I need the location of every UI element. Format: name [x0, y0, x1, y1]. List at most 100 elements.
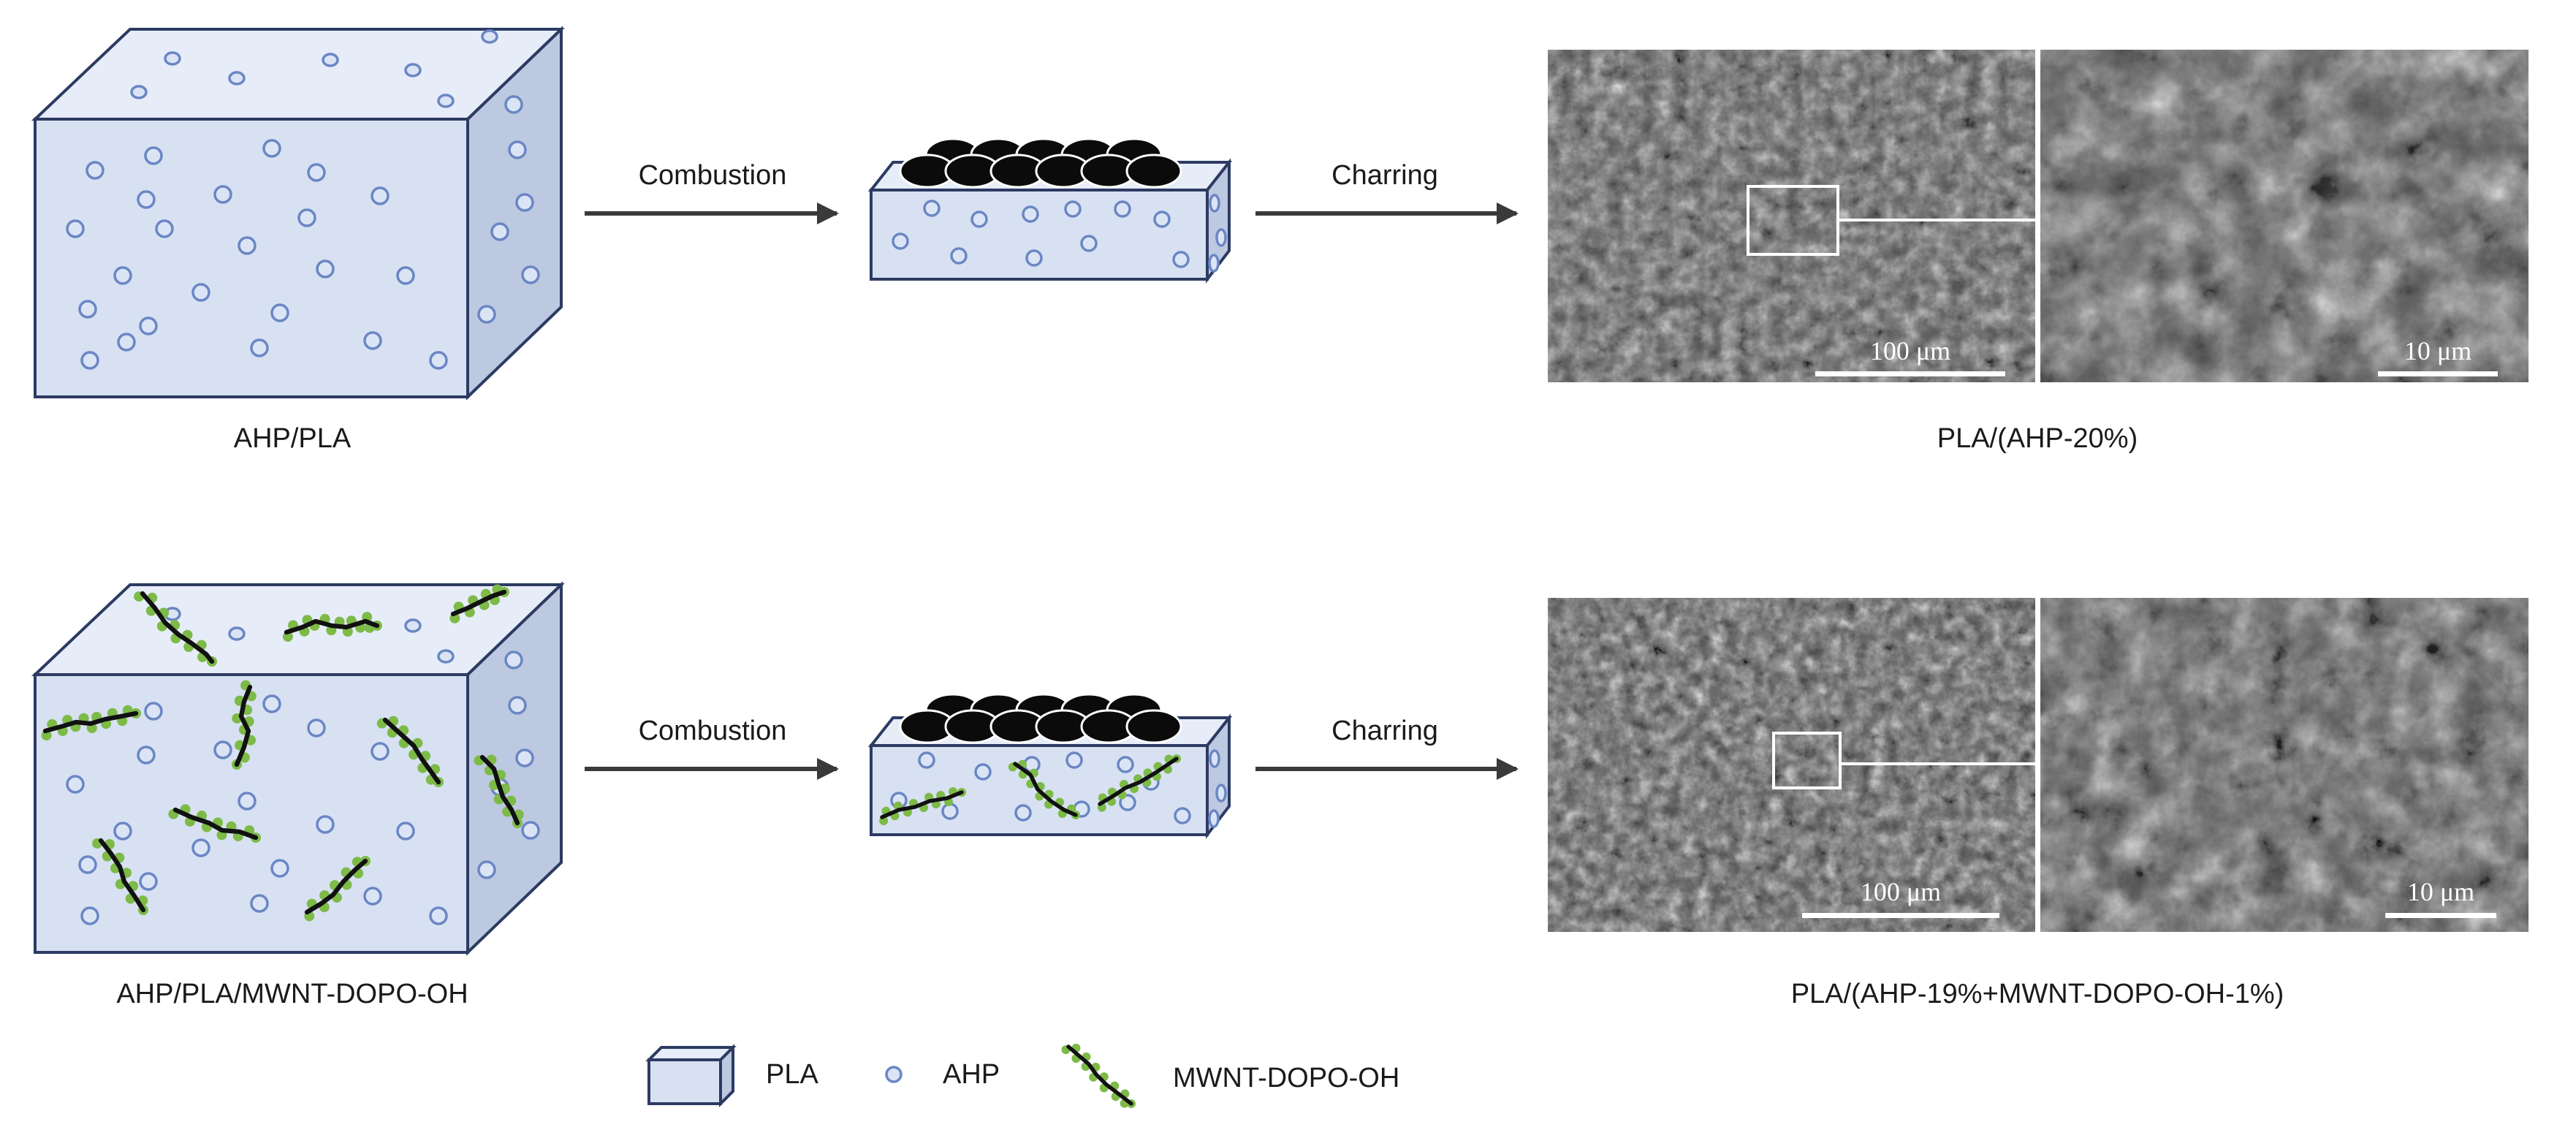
- mwnt-tube: [134, 591, 217, 667]
- ahp-particle: [371, 742, 390, 761]
- ahp-particle: [923, 200, 941, 217]
- ahp-particle: [86, 161, 105, 180]
- ahp-particle: [144, 702, 163, 721]
- ahp-particle: [1064, 200, 1082, 218]
- result-label: PLA/(AHP-19%+MWNT-DOPO-OH-1%): [1791, 979, 2284, 1009]
- scale-bar: [2385, 913, 2496, 918]
- scale-bar: [1802, 913, 1999, 918]
- ahp-particle: [941, 803, 959, 820]
- ahp-particle: [437, 649, 455, 664]
- ahp-particle: [371, 186, 390, 205]
- ahp-particle: [504, 651, 523, 670]
- ahp-particle: [307, 718, 326, 737]
- ahp-particle: [1025, 249, 1043, 267]
- scale-bar: [1815, 371, 2005, 376]
- mwnt-tube: [232, 680, 257, 770]
- ahp-particle: [396, 822, 415, 841]
- ahp-particle: [137, 746, 156, 765]
- ahp-particle: [262, 139, 281, 158]
- zoom-box: [1772, 732, 1842, 789]
- legend-mwnt-icon: [1061, 1043, 1136, 1108]
- ahp-particle: [270, 859, 289, 878]
- combustion-label: Combustion: [639, 716, 787, 746]
- ahp-particle: [191, 838, 210, 857]
- mwnt-tubes: [41, 584, 524, 922]
- ahp-particle: [66, 219, 85, 238]
- mwnt-tube: [1008, 759, 1080, 819]
- scale-label: 10 μm: [2404, 336, 2471, 365]
- ahp-particle: [297, 208, 316, 227]
- char-layer: [899, 693, 1182, 744]
- ahp-particle: [437, 94, 455, 108]
- ahp-particle: [316, 815, 335, 834]
- ahp-particle: [477, 860, 496, 879]
- ahp-particle: [521, 265, 540, 284]
- ahp-particle: [404, 618, 422, 633]
- ahp-particle: [1119, 794, 1136, 811]
- charring-label: Charring: [1331, 716, 1438, 746]
- ahp-particle: [1080, 235, 1098, 252]
- ahp-particle: [515, 193, 534, 212]
- input-label: AHP/PLA/MWNT-DOPO-OH: [116, 979, 468, 1009]
- ahp-particle: [78, 300, 97, 319]
- legend-pla-icon: [645, 1044, 737, 1107]
- ahp-particle: [1117, 756, 1134, 773]
- ahp-particle: [238, 236, 257, 255]
- ahp-particle: [322, 53, 339, 67]
- ahp-particle: [139, 316, 158, 335]
- ahp-particle: [228, 71, 246, 86]
- block-front-face: [34, 118, 469, 398]
- ahp-particle: [1215, 228, 1227, 247]
- ahp-particle: [270, 303, 289, 322]
- ahp-particle: [508, 696, 527, 715]
- ahp-particle: [117, 333, 136, 352]
- ahp-particle: [316, 259, 335, 278]
- scale-label: 100 μm: [1870, 336, 1950, 365]
- ahp-particle: [213, 185, 232, 204]
- mwnt-tube: [879, 786, 966, 825]
- ahp-particle: [490, 222, 509, 241]
- ahp-particle: [481, 29, 498, 44]
- ahp-particle: [80, 351, 99, 370]
- ahp-particle: [404, 63, 422, 77]
- ahp-particle: [144, 146, 163, 165]
- result-label: PLA/(AHP-20%): [1937, 423, 2138, 454]
- ahp-particles: [66, 29, 540, 370]
- char-layer: [899, 137, 1182, 189]
- ahp-particle: [262, 694, 281, 713]
- ahp-particle: [1172, 251, 1190, 268]
- bottom-row: Combustion Charring 100 μm 10 μm AHP/P: [31, 581, 2528, 1009]
- ahp-particle: [477, 305, 496, 324]
- scale-label: 10 μm: [2407, 877, 2474, 906]
- ahp-particle: [1153, 211, 1171, 228]
- ahp-particle: [137, 190, 156, 209]
- ahp-particle: [1208, 809, 1220, 828]
- ahp-particle: [1209, 194, 1220, 213]
- ahp-particle: [307, 163, 326, 182]
- ahp-particle: [113, 266, 132, 285]
- ahp-particle: [1022, 205, 1039, 223]
- ahp-particle: [213, 740, 232, 759]
- ahp-particle: [1065, 751, 1083, 769]
- ahp-particle: [892, 232, 909, 250]
- legend-ahp-icon: [885, 1066, 903, 1083]
- legend-pla-label: PLA: [766, 1059, 818, 1090]
- pla-block-bottom-large: [31, 581, 565, 956]
- scale-label: 100 μm: [1861, 877, 1941, 906]
- ahp-particle: [130, 85, 148, 99]
- mwnt-tube: [1061, 1043, 1136, 1108]
- ahp-particle: [950, 247, 968, 265]
- ahp-particle: [191, 283, 210, 302]
- legend-ahp-label: AHP: [943, 1059, 1000, 1090]
- ahp-particle: [521, 821, 540, 840]
- mwnt-tube: [282, 612, 382, 642]
- ahp-particle: [1215, 784, 1227, 803]
- mwnt-tube: [92, 838, 148, 915]
- ahp-particle: [228, 626, 246, 641]
- mwnt-tube: [474, 754, 524, 828]
- mwnt-tube: [304, 856, 371, 922]
- legend: PLA AHP MWNT-DOPO-OH: [645, 1043, 1399, 1108]
- mwnt-tube: [1097, 754, 1181, 812]
- ahp-particle: [515, 748, 534, 767]
